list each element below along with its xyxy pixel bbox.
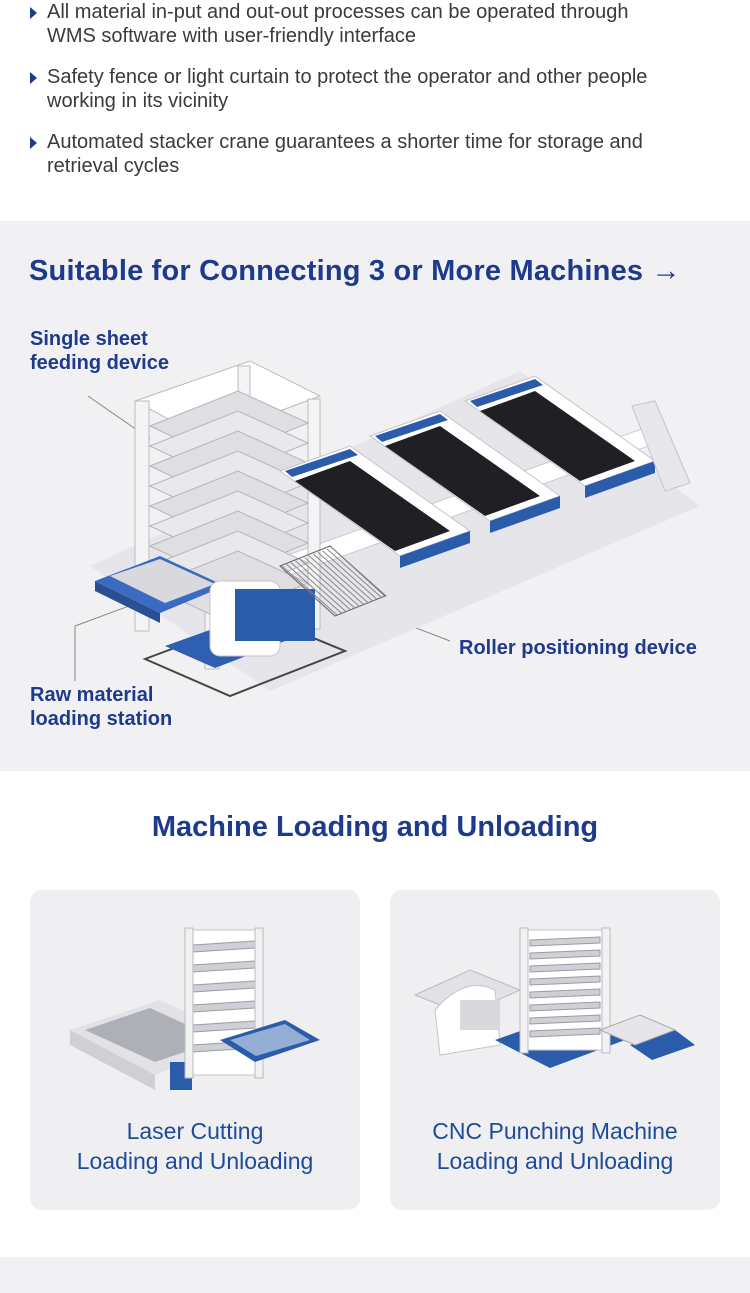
laser-cutting-card[interactable]: Laser Cutting Loading and Unloading bbox=[30, 890, 360, 1210]
feature-item: Safety fence or light curtain to protect… bbox=[30, 65, 730, 113]
connect-section: Suitable for Connecting 3 or More Machin… bbox=[0, 221, 750, 771]
callout-raw-material: Raw material loading station bbox=[30, 683, 172, 731]
card-label-line2: Loading and Unloading bbox=[76, 1148, 314, 1174]
feature-text-line1: Safety fence or light curtain to protect… bbox=[47, 66, 648, 88]
bullet-triangle-icon bbox=[30, 72, 37, 84]
storage-shelf-group bbox=[148, 390, 310, 620]
callout-single-line1: Single sheet bbox=[30, 328, 148, 350]
production-line-diagram bbox=[74, 360, 700, 698]
callout-single-line2: feeding device bbox=[30, 352, 169, 374]
bullet-triangle-icon bbox=[30, 137, 37, 149]
card-label-line1: Laser Cutting bbox=[126, 1118, 264, 1144]
cnc-punching-illustration bbox=[413, 927, 695, 1068]
callout-single-sheet: Single sheet feeding device bbox=[30, 327, 169, 375]
card-label-line2: Loading and Unloading bbox=[436, 1148, 674, 1174]
laser-cutting-illustration bbox=[70, 927, 320, 1090]
feature-text-line1: All material in-put and out-out processe… bbox=[47, 1, 629, 23]
bottom-band bbox=[0, 1257, 750, 1293]
feature-list: All material in-put and out-out processe… bbox=[0, 0, 750, 221]
feature-item: Automated stacker crane guarantees a sho… bbox=[30, 130, 730, 178]
callout-raw-line1: Raw material bbox=[30, 684, 154, 706]
roller-conveyor-icon bbox=[281, 546, 387, 616]
feature-text-line2: working in its vicinity bbox=[47, 90, 229, 112]
laser-machine-group bbox=[278, 375, 657, 568]
feature-text-line1: Automated stacker crane guarantees a sho… bbox=[47, 131, 643, 153]
callout-roller: Roller positioning device bbox=[459, 637, 697, 659]
loading-section: Machine Loading and Unloading Laser Cutt… bbox=[0, 771, 750, 1257]
feature-item: All material in-put and out-out processe… bbox=[30, 0, 730, 48]
loading-title: Machine Loading and Unloading bbox=[151, 811, 599, 843]
feature-text-line2: retrieval cycles bbox=[47, 155, 180, 177]
card-label-line1: CNC Punching Machine bbox=[432, 1118, 678, 1144]
callout-raw-line2: loading station bbox=[30, 708, 173, 730]
connect-title: Suitable for Connecting 3 or More Machin… bbox=[29, 255, 681, 287]
bullet-triangle-icon bbox=[30, 7, 37, 19]
cnc-punching-card[interactable]: CNC Punching Machine Loading and Unloadi… bbox=[390, 890, 720, 1210]
feature-text-line2: WMS software with user-friendly interfac… bbox=[47, 25, 417, 47]
